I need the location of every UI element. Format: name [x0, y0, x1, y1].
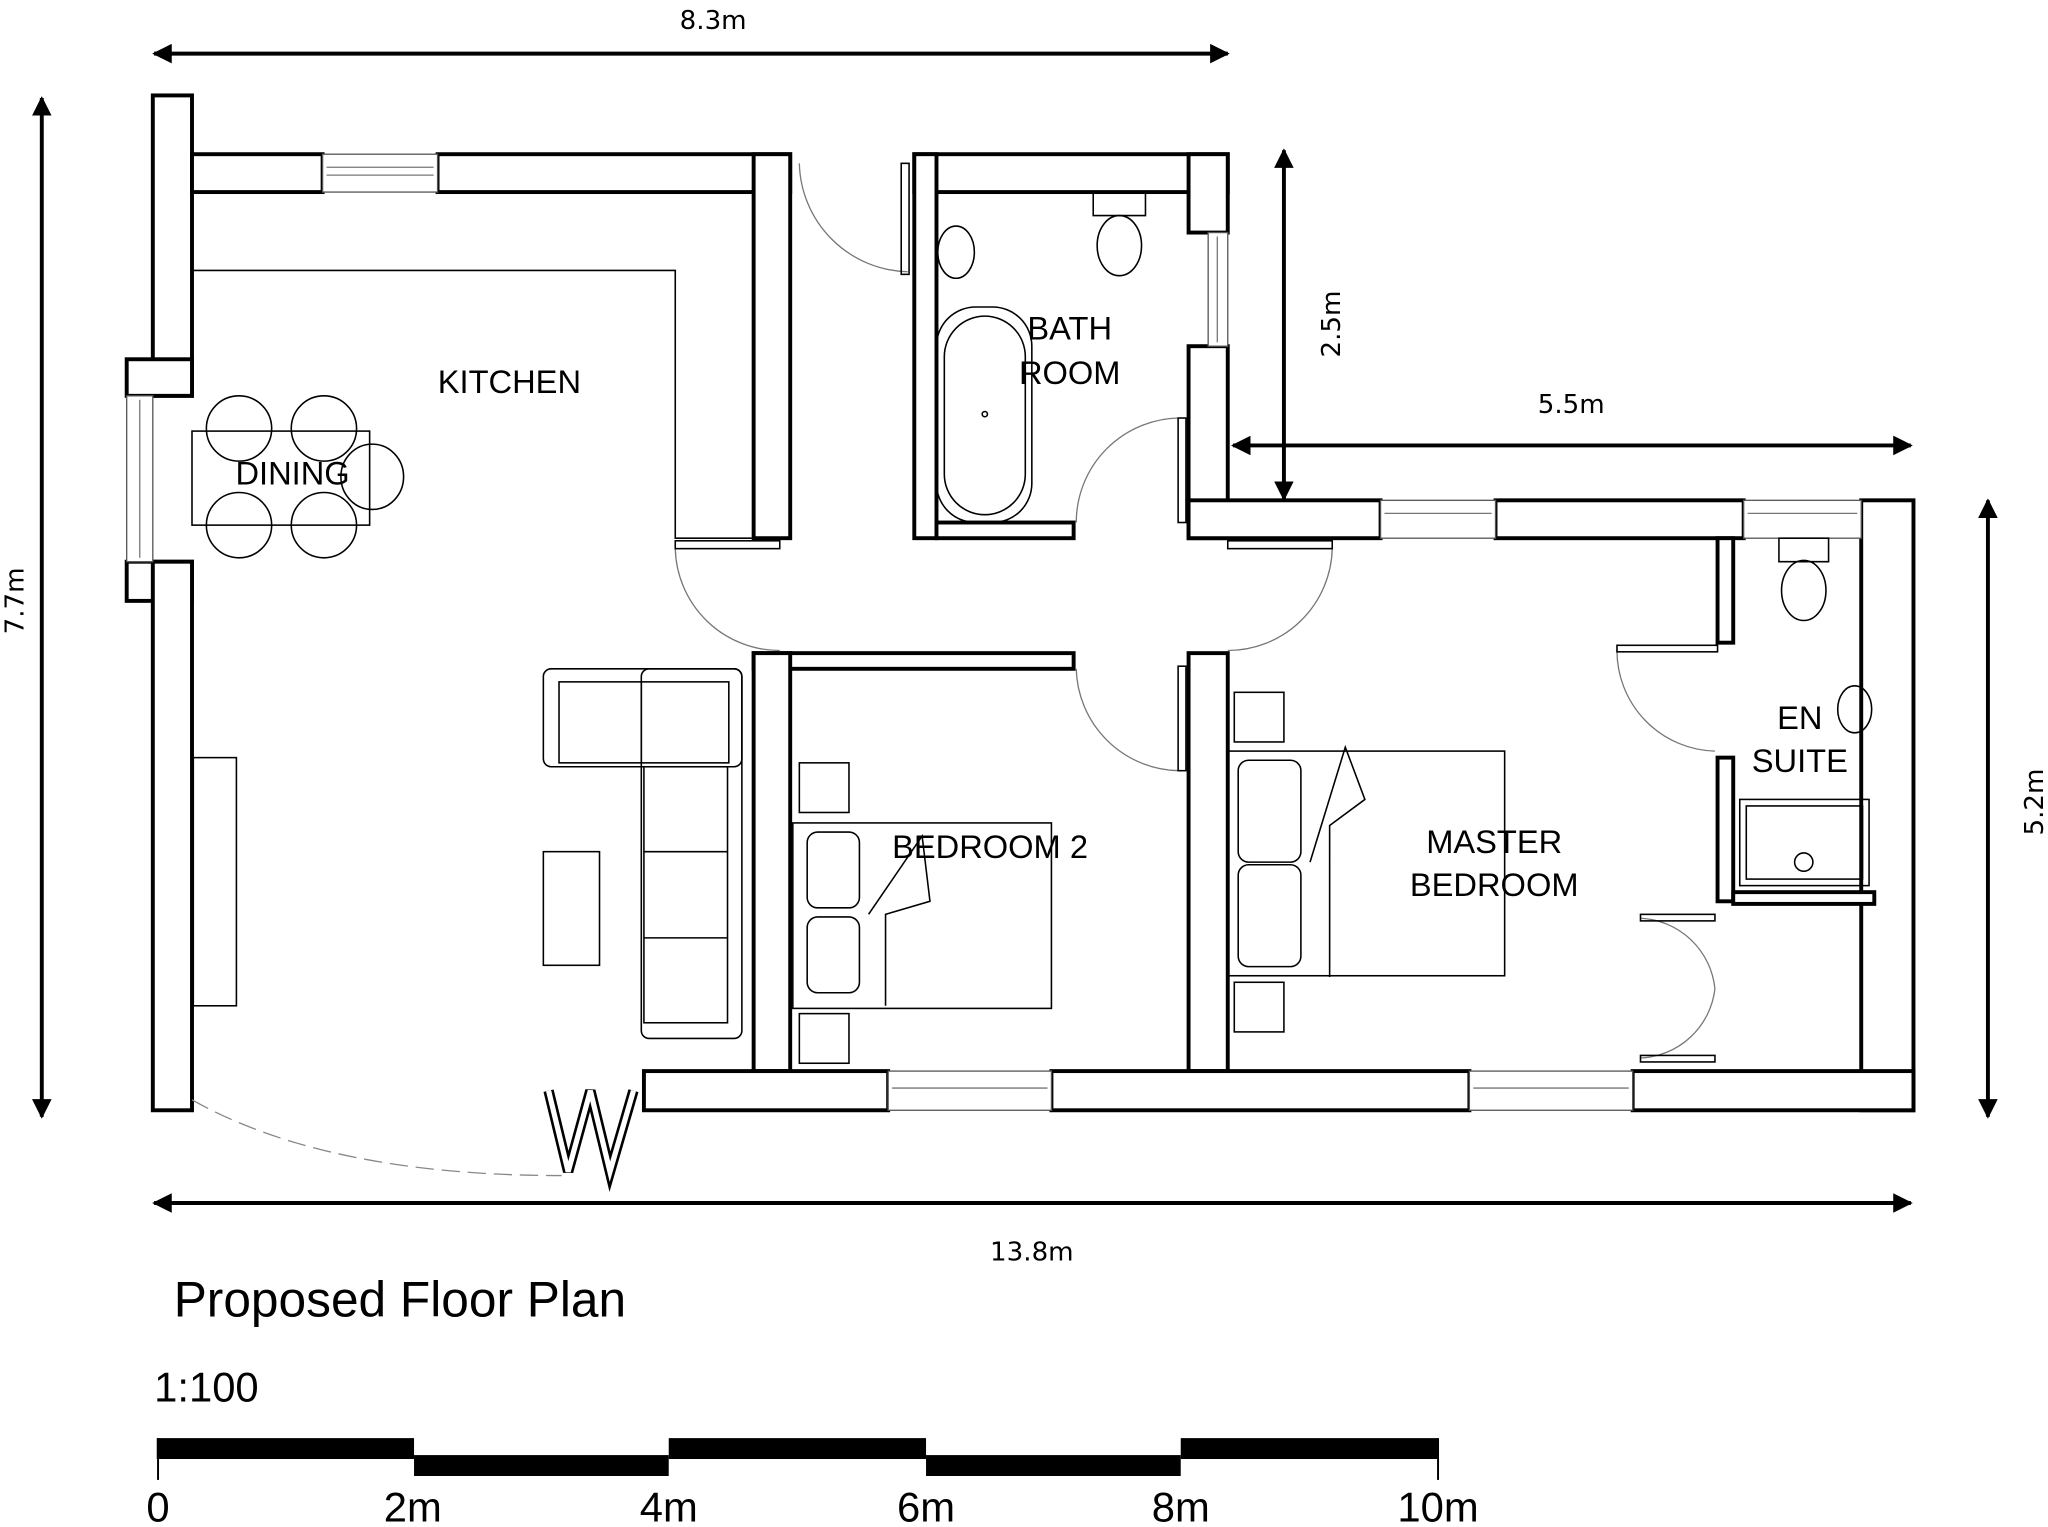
bath-fixtures [935, 191, 1873, 887]
kitchen-unit [192, 756, 238, 1007]
dim-bath-height: 2.5m [1317, 291, 1347, 358]
scale-tick: 4m [640, 1484, 698, 1527]
scale-tick: 8m [1152, 1484, 1210, 1527]
label-bedroom2: BEDROOM 2 [892, 828, 1088, 865]
bed-bedroom2 [792, 762, 1053, 1065]
dim-bottom-width: 13.8m [990, 1237, 1074, 1267]
label-en: EN [1777, 699, 1822, 736]
doors [191, 162, 1719, 1192]
sofa [542, 668, 743, 1040]
scale-tick: 2m [384, 1484, 442, 1527]
dim-top-width: 8.3m [680, 6, 747, 36]
windows [126, 153, 1862, 1111]
room-labels: KITCHEN DINING BATH ROOM BEDROOM 2 MASTE… [235, 310, 1847, 903]
label-dining: DINING [235, 455, 349, 492]
scale-tick: 0 [146, 1484, 169, 1527]
walls [124, 93, 1916, 1113]
scale-tick: 6m [897, 1484, 955, 1527]
coffee-table [542, 850, 601, 967]
dim-left-height: 7.7m [1, 567, 31, 634]
dimension-lines: 8.3m 7.7m 2.5m 5.5m 5.2m 13.8m [1, 6, 2048, 1268]
label-suite: SUITE [1752, 742, 1848, 779]
label-master-bedroom: BEDROOM [1410, 866, 1579, 903]
dining-table [191, 395, 405, 559]
label-master: MASTER [1426, 823, 1562, 860]
label-bath: BATH [1027, 310, 1112, 347]
furniture [191, 191, 1873, 1065]
scale-bar: 0 2m 4m 6m 8m 10m [146, 1438, 1479, 1527]
scale-ratio: 1:100 [154, 1364, 259, 1411]
dim-right-width: 5.5m [1538, 390, 1605, 420]
dim-right-height: 5.2m [2020, 769, 2048, 836]
scale-tick: 10m [1397, 1484, 1478, 1527]
label-room: ROOM [1019, 354, 1121, 391]
bed-master [1226, 691, 1506, 1033]
plan-title: Proposed Floor Plan [174, 1272, 626, 1328]
kitchen-counter [191, 269, 754, 539]
label-kitchen: KITCHEN [438, 363, 581, 400]
